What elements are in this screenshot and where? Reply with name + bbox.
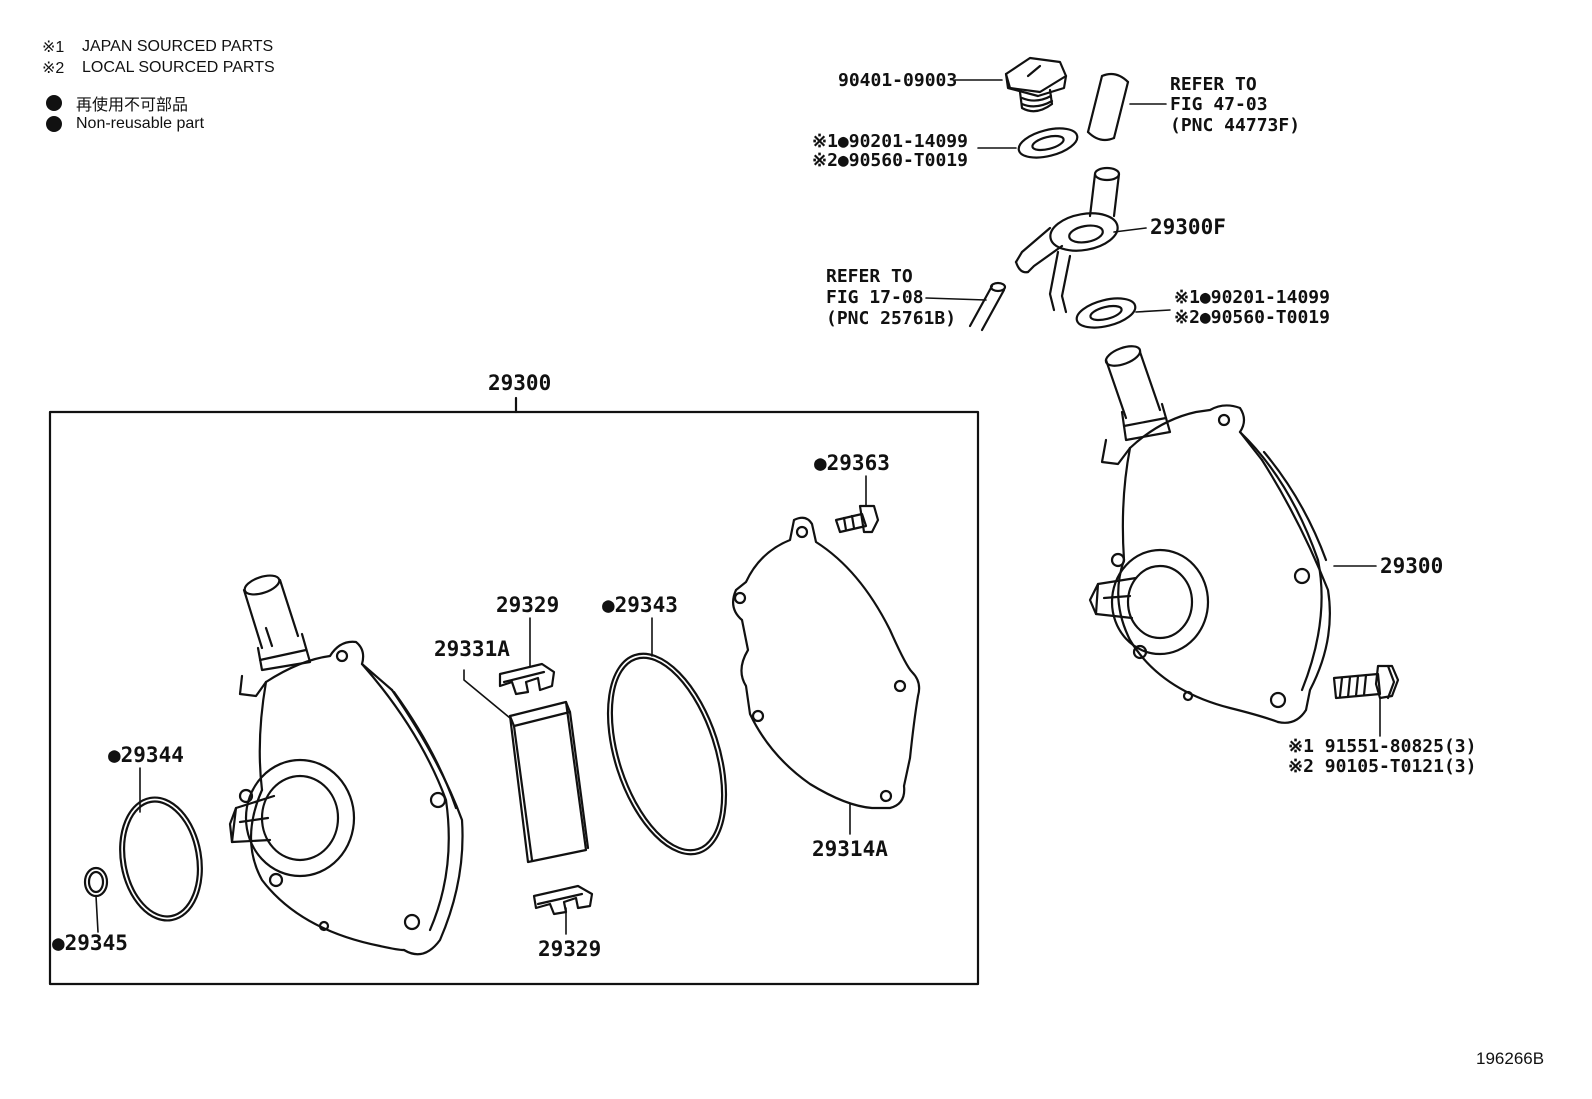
union-drawing [1014,166,1121,314]
legend-nonreusable-jp: 再使用不可部品 [42,92,275,114]
legend-nonreusable-en-text: Non-reusable part [76,114,205,132]
label-29314a: 29314A [812,837,888,861]
legend-japan-mark: ※1 [42,38,65,56]
bolt-right-drawing [1332,664,1400,700]
gasket-mid-drawing [1075,297,1137,329]
cap-top-drawing [498,662,556,696]
label-refer-top-3: (PNC 44773F) [1170,115,1300,136]
vacuum-pump-body-drawing [228,574,464,956]
cap-bottom-drawing [532,884,594,916]
legend-nonreusable-jp-text: 再使用不可部品 [76,96,189,114]
label-gasket-mid-2: ※2●90560-T0019 [1174,307,1330,328]
label-bolt-1: ※1 91551-80825(3) [1288,736,1476,757]
label-bolt-2: ※2 90105-T0121(3) [1288,756,1476,777]
cover-plate-drawing [731,516,921,810]
label-29345: ●29345 [52,931,128,955]
label-pump-assy-box: 29300 [488,371,551,395]
vacuum-hose-left-drawing [968,281,1007,332]
oring-29345-drawing [83,866,109,898]
vacuum-pump-right-drawing [1088,345,1331,724]
legend-nonreusable-en: Non-reusable part [42,113,275,134]
legend-local-text: LOCAL SOURCED PARTS [82,58,275,76]
assembly-box [48,410,980,986]
plug-drawing [1004,56,1068,113]
label-29363: ●29363 [814,451,890,475]
figure-code: 196266B [1476,1049,1544,1068]
label-pump-assy-right: 29300 [1380,554,1443,578]
label-29343: ●29343 [602,593,678,617]
oring-29344-drawing [119,796,203,922]
legend-japan: ※1 JAPAN SOURCED PARTS [42,36,275,57]
legend-local: ※2 LOCAL SOURCED PARTS [42,57,275,78]
label-refer-top-2: FIG 47-03 [1170,94,1268,115]
legend-local-mark: ※2 [42,59,65,77]
oring-29343-drawing [606,652,728,856]
label-refer-left-3: (PNC 25761B) [826,308,956,329]
label-29331a: 29331A [434,637,510,661]
label-plug: 90401-09003 [838,70,957,91]
legend-japan-text: JAPAN SOURCED PARTS [82,37,274,55]
gasket-top-drawing [1017,127,1079,159]
label-29329-bottom: 29329 [538,937,601,961]
bullet-icon [46,94,62,111]
label-gasket-top-2: ※2●90560-T0019 [812,150,968,171]
label-refer-left-1: REFER TO [826,266,913,287]
label-gasket-top-1: ※1●90201-14099 [812,131,968,152]
label-union: 29300F [1150,215,1226,239]
bolt-29363-drawing [834,504,880,534]
label-refer-left-2: FIG 17-08 [826,287,924,308]
label-refer-top-1: REFER TO [1170,74,1257,95]
rotor-vane-drawing [508,700,590,864]
label-29329-top: 29329 [496,593,559,617]
label-29344: ●29344 [108,743,184,767]
legend: ※1 JAPAN SOURCED PARTS ※2 LOCAL SOURCED … [42,36,275,134]
label-gasket-mid-1: ※1●90201-14099 [1174,287,1330,308]
vacuum-hose-top-drawing [1086,72,1130,142]
bullet-icon [46,115,62,132]
